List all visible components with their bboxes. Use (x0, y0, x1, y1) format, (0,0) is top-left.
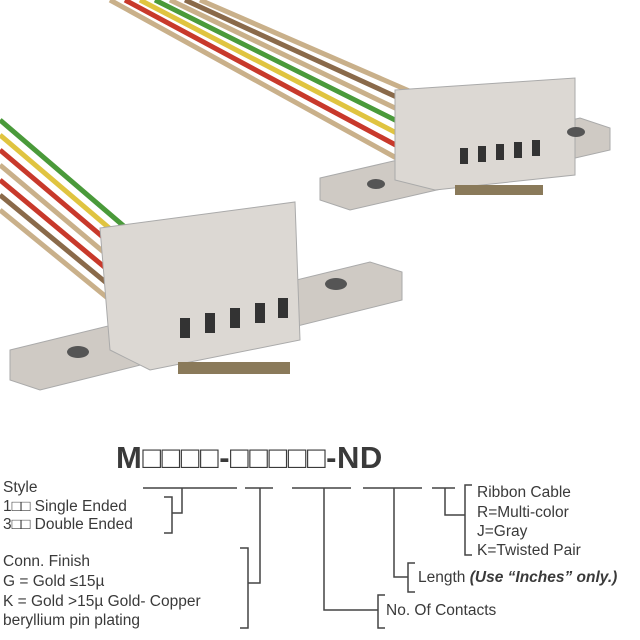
style-label: Style (3, 479, 38, 496)
part-number-template: M□□□□-□□□□□-ND (116, 440, 383, 475)
ribbon-cable (0, 0, 431, 302)
contacts-label: No. Of Contacts (386, 602, 497, 619)
finish-label: Conn. Finish (3, 553, 91, 570)
callout-lines (143, 484, 472, 629)
finish-option-k: K = Gold >15µ Gold- Copper (3, 593, 201, 610)
cable-option-j: J=Gray (477, 523, 528, 540)
connector-right (319, 77, 611, 211)
length-label: Length (Use “Inches” only.) (418, 570, 617, 586)
style-option-single: 1□□ Single Ended (3, 498, 127, 515)
finish-option-g: G = Gold ≤15µ (3, 573, 105, 590)
style-option-double: 3□□ Double Ended (3, 516, 133, 533)
connector-left (9, 140, 540, 391)
finish-option-k-cont: beryllium pin plating (3, 612, 140, 629)
cable-label: Ribbon Cable (477, 484, 571, 501)
cable-option-k: K=Twisted Pair (477, 542, 581, 559)
length-note: (Use “Inches” only.) (469, 569, 618, 586)
length-text: Length (418, 569, 466, 586)
cable-option-r: R=Multi-color (477, 504, 569, 521)
